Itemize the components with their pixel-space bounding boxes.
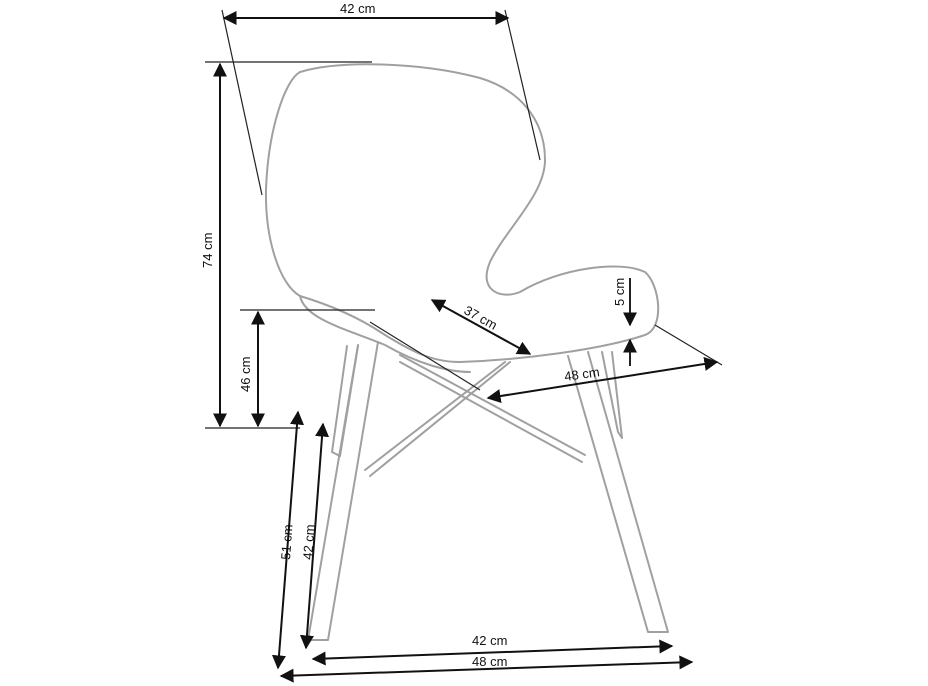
dimension-labels: 42 cm 74 cm 46 cm 51 cm 42 cm 37 cm 5 cm…	[200, 1, 627, 669]
label-seat-width: 48 cm	[563, 364, 600, 384]
dim-seat-width	[486, 357, 719, 403]
label-base-inner: 42 cm	[472, 633, 507, 648]
label-top-width: 42 cm	[340, 1, 375, 16]
dim-base-outer	[279, 655, 694, 683]
dim-front-leg-outer	[272, 410, 304, 670]
label-front-leg-inner: 42 cm	[300, 524, 317, 560]
label-base-outer: 48 cm	[472, 654, 507, 669]
chair-shell	[264, 63, 660, 363]
label-seat-depth: 37 cm	[462, 303, 500, 333]
dimension-lines	[205, 9, 723, 683]
chair-drawing	[264, 63, 669, 641]
label-total-height: 74 cm	[200, 233, 215, 268]
label-seat-height: 46 cm	[238, 357, 253, 392]
dim-seat-depth	[430, 299, 532, 355]
label-seat-thickness: 5 cm	[612, 278, 627, 306]
dim-front-leg-inner	[299, 422, 330, 650]
chair-legs	[307, 341, 669, 641]
label-front-leg-outer: 51 cm	[278, 524, 295, 560]
